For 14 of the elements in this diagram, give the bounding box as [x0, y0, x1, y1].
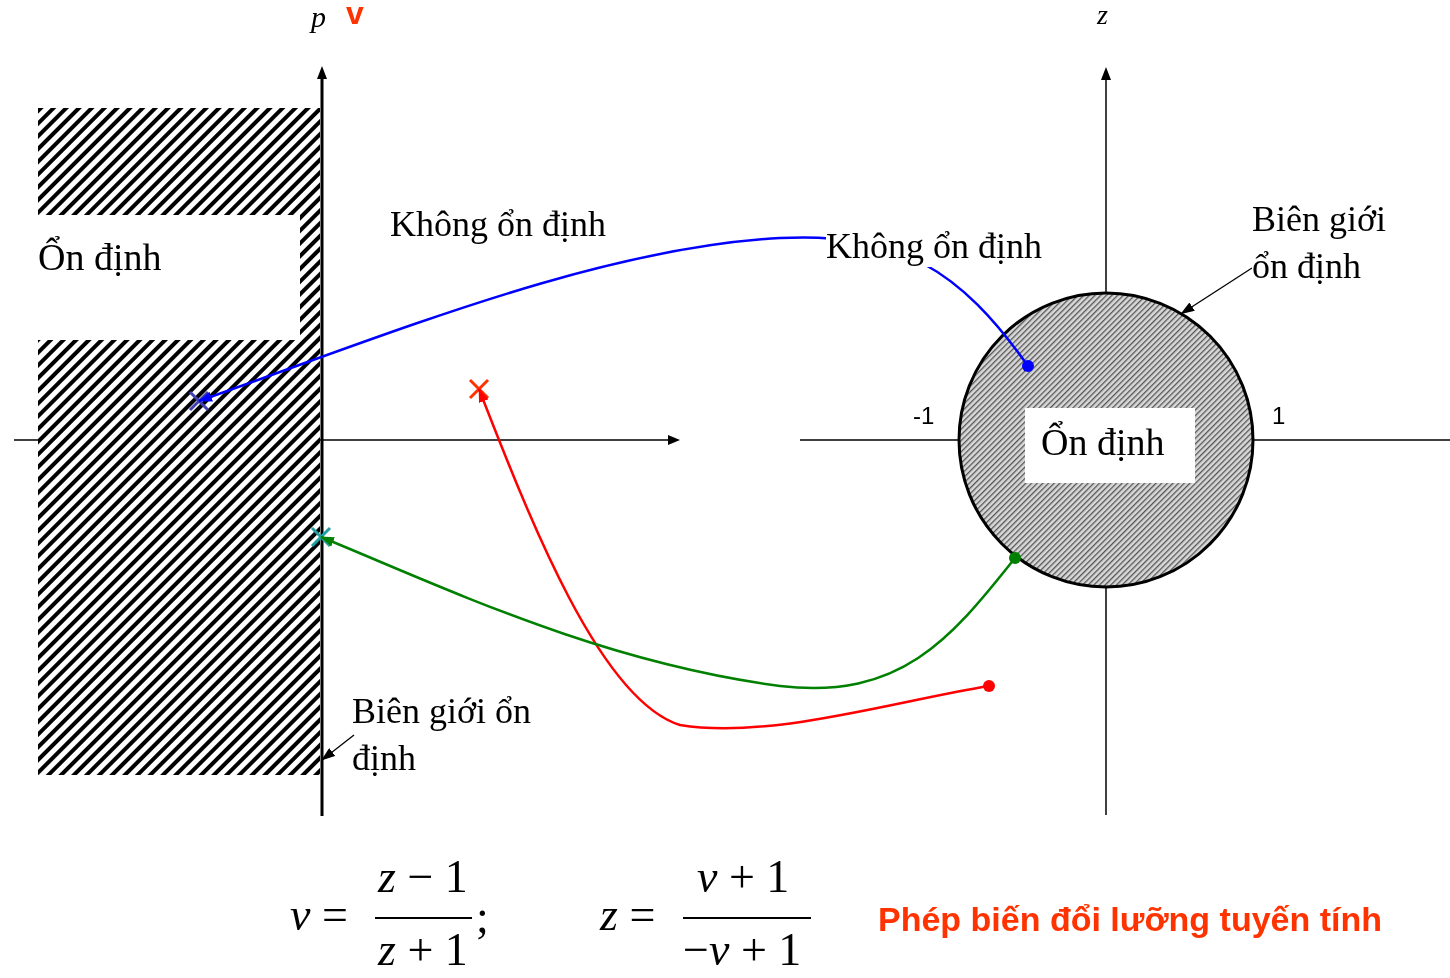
leader-line — [1180, 267, 1253, 315]
mapping-arrow — [198, 236, 1029, 403]
imaginary-axis — [314, 66, 330, 816]
unit-circle — [957, 291, 1255, 589]
point-dot — [983, 680, 995, 692]
region-label: Ổn định — [38, 235, 162, 279]
cross-mark — [310, 526, 332, 548]
leader-line — [321, 734, 355, 761]
mapping-arrow — [320, 535, 1016, 690]
caption: Phép biến đổi lưỡng tuyến tính — [878, 900, 1382, 939]
cross-mark — [468, 378, 490, 400]
cross-mark — [188, 390, 210, 412]
hatched-stable-region — [38, 108, 320, 775]
region-label: Ổn định — [1041, 420, 1165, 464]
